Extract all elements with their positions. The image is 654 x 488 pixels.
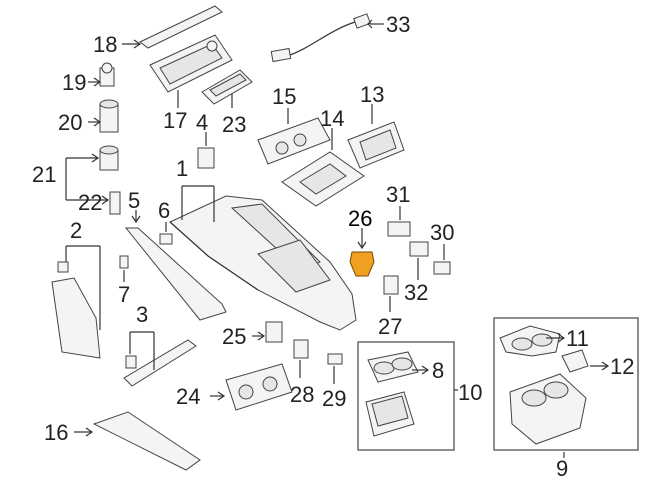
part-1-center-console[interactable] <box>169 185 357 331</box>
callout-21: 21 <box>32 162 56 187</box>
part-3-support-bracket[interactable] <box>123 331 197 387</box>
callout-9: 9 <box>556 456 568 481</box>
callout-25: 25 <box>222 324 246 349</box>
part-28-switch[interactable] <box>293 339 309 378</box>
part-14-shift-trim[interactable] <box>281 128 365 207</box>
part-31-clip[interactable] <box>387 206 411 237</box>
callout-8: 8 <box>432 358 444 383</box>
part-4-switch[interactable] <box>197 132 215 169</box>
part-26-highlighted[interactable] <box>349 228 375 277</box>
callout-26: 26 <box>348 206 372 231</box>
callout-12: 12 <box>610 354 634 379</box>
callout-1: 1 <box>176 156 188 181</box>
callout-33: 33 <box>386 12 410 37</box>
callout-18: 18 <box>93 32 117 57</box>
part-20-socket[interactable] <box>88 99 119 133</box>
callout-31: 31 <box>386 182 410 207</box>
callout-22: 22 <box>78 190 102 215</box>
part-5-side-panel[interactable] <box>124 210 227 321</box>
callout-20: 20 <box>58 110 82 135</box>
part-29-clip[interactable] <box>327 353 343 384</box>
callout-7: 7 <box>118 282 130 307</box>
callout-14: 14 <box>320 106 344 131</box>
callout-15: 15 <box>272 84 296 109</box>
part-24-control-panel[interactable] <box>210 363 293 411</box>
part-16-long-bracket[interactable] <box>74 411 201 471</box>
callout-23: 23 <box>222 112 246 137</box>
group-box-10[interactable] <box>357 341 458 451</box>
part-23-bracket[interactable] <box>201 69 253 108</box>
callout-6: 6 <box>158 198 170 223</box>
part-17-tray[interactable] <box>149 34 233 108</box>
callout-16: 16 <box>44 420 68 445</box>
part-15-switch-panel[interactable] <box>257 108 331 165</box>
part-21-socket-assembly[interactable] <box>65 145 119 200</box>
callout-30: 30 <box>430 220 454 245</box>
callout-3: 3 <box>136 302 148 327</box>
callout-10: 10 <box>458 380 482 405</box>
callout-4: 4 <box>196 110 208 135</box>
callout-5: 5 <box>128 188 140 213</box>
callout-32: 32 <box>404 280 428 305</box>
part-30-clip[interactable] <box>433 244 451 275</box>
callout-29: 29 <box>322 386 346 411</box>
part-2-bracket[interactable] <box>51 245 101 359</box>
part-27-clip[interactable] <box>383 275 399 312</box>
callout-27: 27 <box>378 314 402 339</box>
part-25-switch[interactable] <box>252 321 283 343</box>
callout-11: 11 <box>566 326 589 351</box>
part-13-boot-frame[interactable] <box>347 104 405 169</box>
part-22-socket-cap[interactable] <box>66 191 121 215</box>
callout-19: 19 <box>62 70 86 95</box>
part-7-clip[interactable] <box>119 255 129 282</box>
callout-24: 24 <box>176 384 200 409</box>
callout-2: 2 <box>70 218 82 243</box>
part-32-clip[interactable] <box>409 241 429 280</box>
callout-28: 28 <box>290 382 314 407</box>
part-6-clip[interactable] <box>159 222 173 245</box>
callout-17: 17 <box>163 108 187 133</box>
group-box-9[interactable] <box>493 317 639 458</box>
callout-13: 13 <box>360 82 384 107</box>
part-18-trim-strip[interactable] <box>122 5 223 49</box>
part-19-clip[interactable] <box>88 62 115 87</box>
part-33-cable[interactable] <box>270 13 384 63</box>
